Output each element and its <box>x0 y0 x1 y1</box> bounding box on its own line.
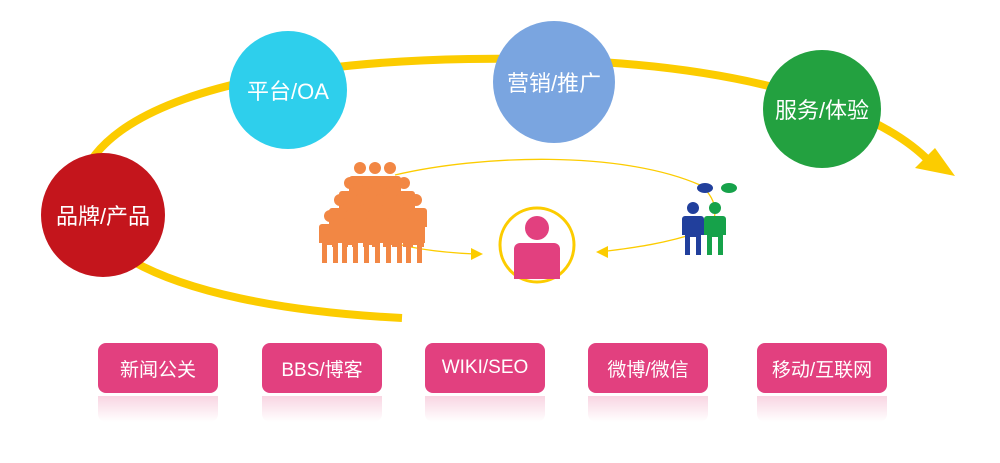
circle-platform-oa: 平台/OA <box>229 31 347 149</box>
conversation-icon <box>682 183 737 255</box>
channel-weibo-wechat[interactable]: 微博/微信 <box>588 343 708 393</box>
reflection <box>588 396 708 422</box>
reflection <box>425 396 545 422</box>
channel-label: 移动/互联网 <box>771 359 873 381</box>
circle-marketing: 营销/推广 <box>493 21 615 143</box>
circle-label: 平台/OA <box>247 79 329 104</box>
circle-brand-product: 品牌/产品 <box>41 153 165 277</box>
channel-label: WIKI/SEO <box>441 357 529 378</box>
channel-wiki-seo[interactable]: WIKI/SEO <box>425 343 545 393</box>
inner-arrow-left <box>471 248 483 260</box>
channel-mobile-internet[interactable]: 移动/互联网 <box>757 343 887 393</box>
channel-label: BBS/博客 <box>281 359 363 381</box>
user-icon <box>498 206 576 284</box>
circle-label: 营销/推广 <box>506 71 602 96</box>
channel-bbs-blog[interactable]: BBS/博客 <box>262 343 382 393</box>
crowd-icon <box>319 162 427 263</box>
reflection <box>262 396 382 422</box>
circle-label: 服务/体验 <box>774 98 870 123</box>
reflection <box>757 396 887 422</box>
inner-arrow-right <box>596 246 608 258</box>
circle-service: 服务/体验 <box>763 50 881 168</box>
channel-label: 微博/微信 <box>607 359 689 381</box>
channel-news-pr[interactable]: 新闻公关 <box>98 343 218 393</box>
circle-label: 品牌/产品 <box>55 204 151 229</box>
reflection <box>98 396 218 422</box>
channel-label: 新闻公关 <box>119 359 196 381</box>
arc-arrowhead <box>915 148 955 176</box>
